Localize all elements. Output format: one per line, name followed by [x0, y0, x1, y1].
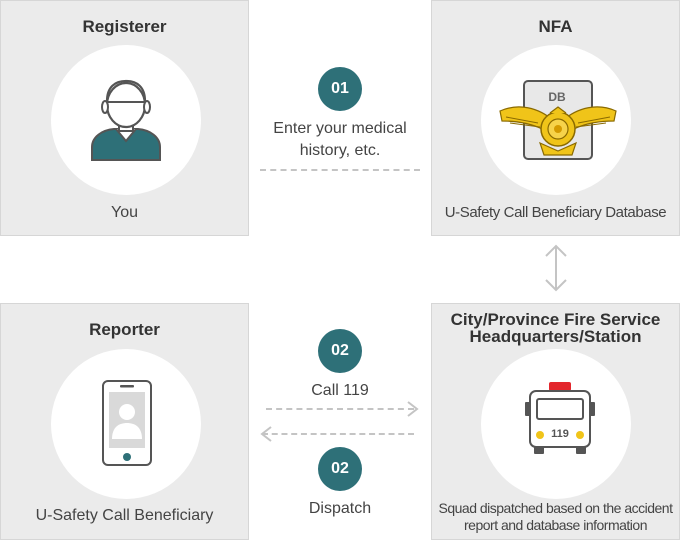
fire-hq-title-line1: City/Province Fire Service	[450, 310, 661, 329]
vertical-double-arrow-icon	[545, 244, 567, 292]
right-arrow-icon	[407, 401, 419, 417]
fire-hq-caption-line1: Squad dispatched based on the accident	[438, 500, 673, 516]
step-01-badge: 01	[318, 67, 362, 111]
step-02-dispatch-badge: 02	[318, 447, 362, 491]
step-01-text-line2: history, etc.	[299, 142, 381, 159]
step-02-call-label: Call 119	[311, 382, 369, 399]
fire-hq-title-line2: Headquarters/Station	[469, 327, 642, 346]
step-02-dispatch-label: Dispatch	[308, 500, 372, 517]
registerer-panel: Registerer You	[0, 0, 249, 236]
reporter-panel: Reporter U-Safety Call Beneficiary	[0, 303, 249, 540]
fire-hq-panel: City/Province Fire Service Headquarters/…	[431, 303, 680, 540]
step-02-call-badge: 02	[318, 329, 362, 373]
dispatch-arrow-line	[262, 433, 414, 435]
nfa-title: NFA	[538, 17, 573, 36]
nfa-caption: U-Safety Call Beneficiary Database	[444, 204, 667, 221]
reporter-caption: U-Safety Call Beneficiary	[35, 507, 214, 524]
step-01-text-line1: Enter your medical	[273, 120, 407, 137]
fire-hq-caption-line2: report and database information	[464, 517, 647, 533]
fire-truck-icon	[525, 382, 595, 454]
left-arrow-icon	[260, 426, 272, 442]
step-01-divider	[260, 169, 420, 171]
database-emblem-icon	[499, 80, 617, 160]
db-label: DB	[548, 90, 566, 104]
smartphone-icon	[102, 380, 152, 466]
call-arrow-line	[266, 408, 414, 410]
truck-number: 119	[551, 428, 569, 440]
registerer-caption: You	[111, 204, 138, 221]
nfa-panel: NFA DB U-Safety Call Beneficiary Databas…	[431, 0, 680, 236]
reporter-title: Reporter	[89, 320, 160, 339]
registerer-title: Registerer	[82, 17, 167, 36]
person-icon	[91, 79, 161, 161]
